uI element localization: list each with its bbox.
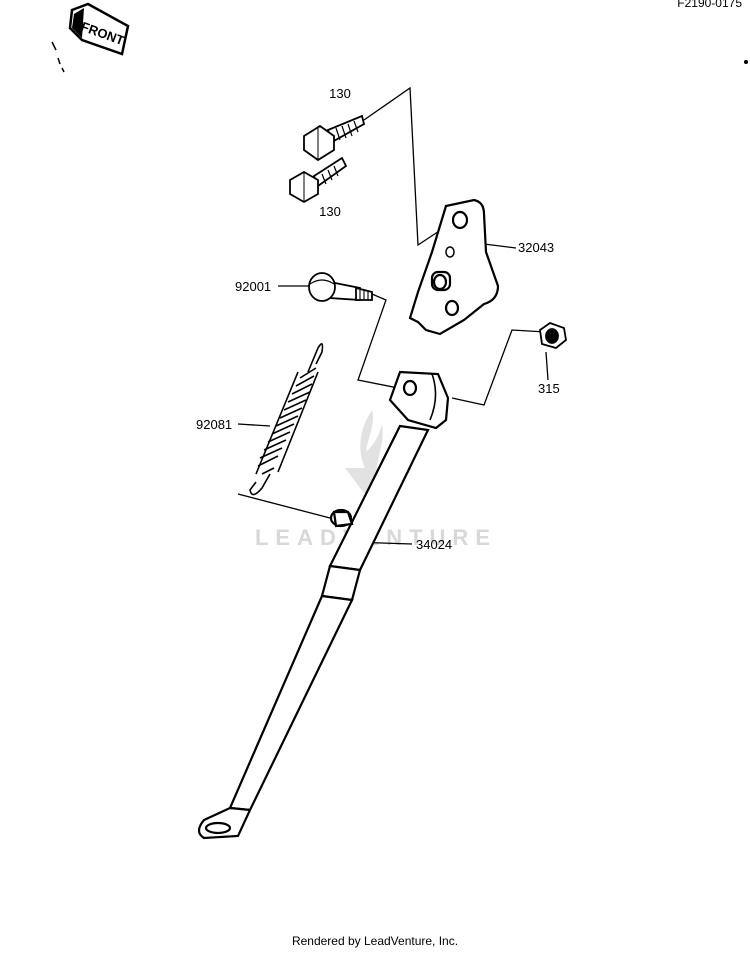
figure-id: F2190-0175 <box>677 0 742 10</box>
front-arrow: FRONT <box>51 2 130 73</box>
footer-credit: Rendered by LeadVenture, Inc. <box>291 934 459 948</box>
speck <box>744 60 748 64</box>
bolt-upper <box>303 114 366 162</box>
bracket <box>408 198 500 336</box>
callout-34024: 34024 <box>416 537 452 552</box>
callout-32043: 32043 <box>518 240 554 255</box>
side-stand <box>197 370 450 840</box>
pivot-bolt <box>308 272 373 302</box>
nut <box>539 321 567 349</box>
callout-315: 315 <box>538 381 560 396</box>
callout-92081: 92081 <box>196 417 232 432</box>
spring <box>249 343 324 496</box>
callout-130-upper: 130 <box>329 86 351 101</box>
callout-92001: 92001 <box>235 279 271 294</box>
bolt-lower <box>289 156 348 204</box>
callout-130-lower: 130 <box>319 204 341 219</box>
